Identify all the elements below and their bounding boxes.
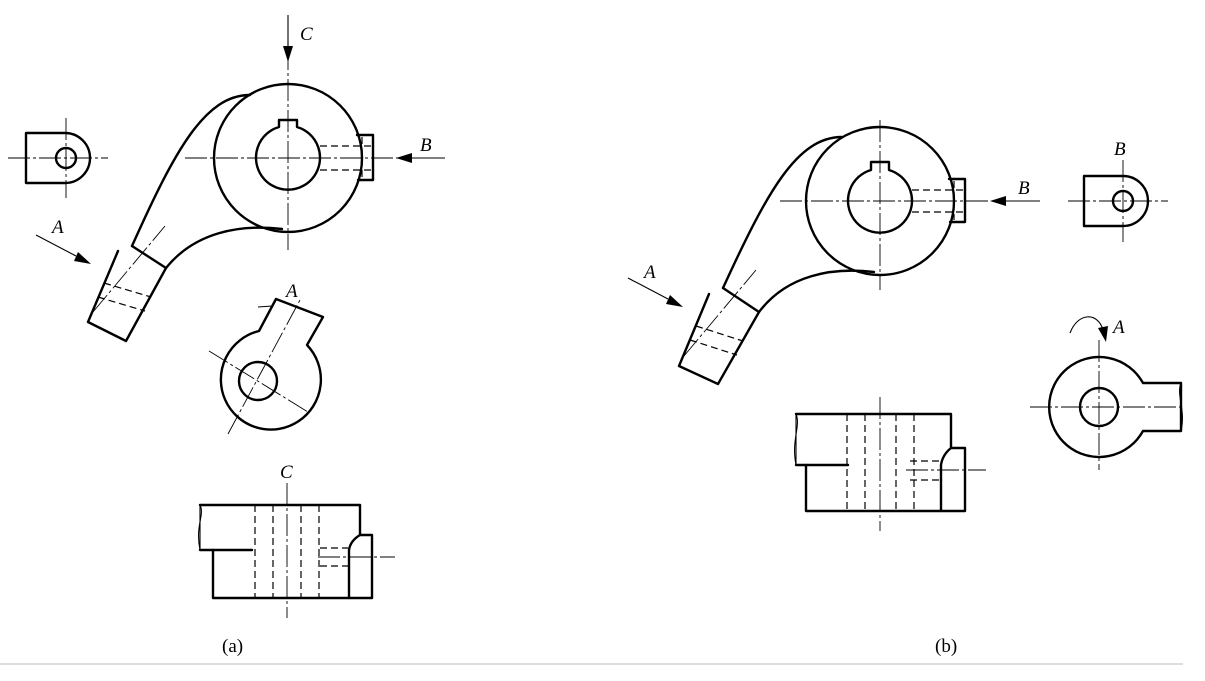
arm-end-block: [677, 292, 761, 386]
view-arrow-b: [990, 196, 1040, 206]
panel-a-view-c: [198, 483, 395, 618]
arm-outline-lower: [164, 226, 284, 270]
arm-end-block: [86, 249, 168, 343]
view-arrow-a: [35, 234, 91, 264]
label-a: A: [50, 217, 64, 238]
label-b: B: [420, 135, 432, 156]
arm-outline-lower: [757, 269, 876, 314]
arm-outline-upper: [721, 135, 844, 290]
caption-b: (b): [935, 636, 957, 657]
view-arrow-b: [396, 153, 445, 163]
label-b: B: [1018, 178, 1030, 199]
view-arrow-c: [283, 15, 293, 62]
panel-b-main-view: [677, 120, 990, 386]
label-c-view: C: [280, 462, 293, 483]
label-c: C: [300, 24, 313, 45]
label-a: A: [642, 262, 656, 283]
arm-outline-upper: [130, 93, 252, 248]
view-arrow-a: [627, 277, 683, 307]
hub-boss: [355, 133, 375, 182]
hub-bore-keyway: [846, 160, 914, 234]
caption-a: (a): [222, 636, 243, 657]
rotation-arrow: [1069, 316, 1108, 342]
hub-boss: [947, 177, 967, 224]
label-a-view: A: [1111, 317, 1125, 338]
panel-b-view-a: [1030, 340, 1185, 470]
panel-b-view-b-small: [1068, 160, 1168, 242]
label-a-view: A: [284, 281, 298, 302]
panel-a: C B A A: [8, 15, 445, 657]
panel-b: B A B A: [627, 120, 1185, 657]
panel-a-view-a: [208, 297, 325, 435]
hub-bore-keyway: [254, 118, 322, 191]
panel-b-view-bottom: [794, 397, 986, 531]
label-b-view: B: [1114, 139, 1126, 160]
panel-a-main-view: [86, 48, 400, 343]
panel-a-view-b-small: [8, 118, 108, 198]
